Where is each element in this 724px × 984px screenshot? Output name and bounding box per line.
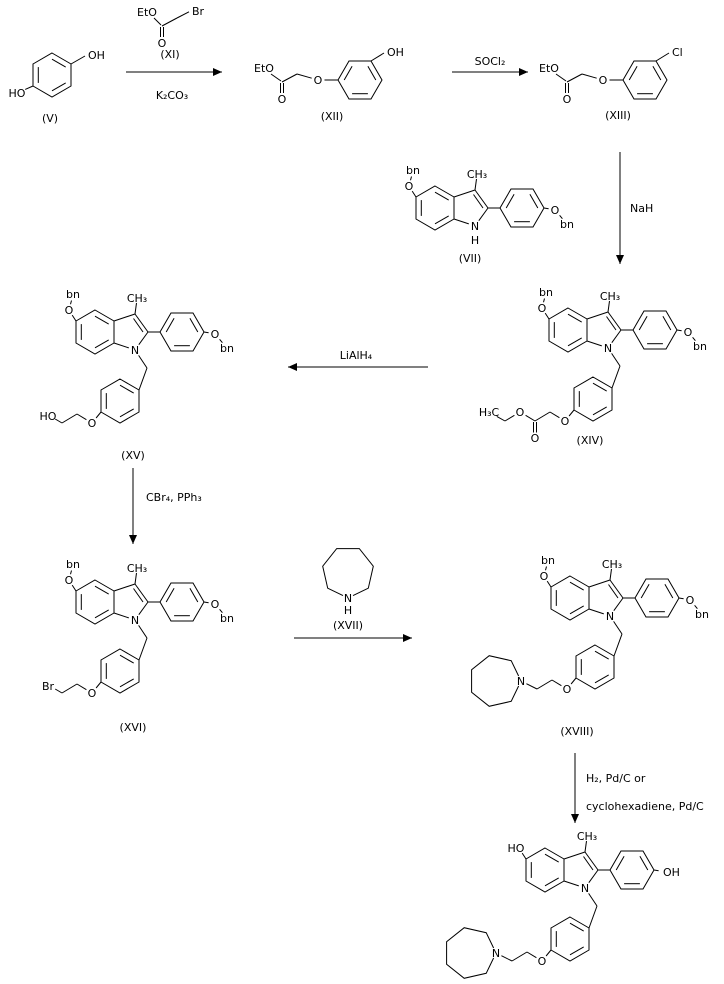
atom-label-EtO: EtO	[539, 62, 559, 75]
compound-xvii: H (XVII)	[322, 548, 374, 632]
atom-label-H: H	[471, 234, 479, 247]
indole-benzyl-core	[551, 558, 679, 696]
reagent-labels: K₂CO₃ SOCl₂ NaH LiAlH₄ CBr₄, PPh₃ H₂, Pd…	[146, 55, 704, 813]
atom-label-O: O	[314, 74, 323, 87]
bond	[504, 414, 515, 422]
compound-label-xi: (XI)	[160, 48, 179, 61]
atom-label-H: H	[344, 604, 352, 617]
atom-label-O: O	[563, 93, 572, 106]
atom-label-HO: HO	[9, 87, 26, 100]
indole-core	[416, 168, 544, 233]
reagent-nah: NaH	[630, 202, 653, 215]
bond	[534, 411, 551, 422]
bond	[161, 17, 178, 27]
compound-label-v: (V)	[42, 112, 58, 125]
obn-group-right	[203, 327, 235, 356]
reagent-cyclohexadiene-pdc: cyclohexadiene, Pd/C	[586, 800, 704, 813]
obn-group-topleft	[64, 287, 81, 322]
obn-group-topleft	[404, 163, 421, 198]
compound-xi: EtO O Br (XI)	[137, 5, 205, 61]
bond	[496, 415, 506, 422]
ethoxy-chain	[54, 413, 87, 424]
bond	[70, 55, 86, 65]
obn-group-right	[543, 203, 575, 232]
atom-label-O: O	[278, 93, 287, 106]
compound-label-xviii: (XVIII)	[560, 725, 593, 738]
compound-label-xvi: (XVI)	[120, 721, 147, 734]
obn-group-topleft	[64, 557, 81, 592]
atom-label-Cl: Cl	[672, 46, 683, 59]
benzene-ring	[337, 60, 383, 100]
reaction-arrows	[126, 68, 624, 823]
bond	[581, 73, 597, 79]
atom-label-HO: HO	[40, 410, 57, 423]
atom-label-OH: OH	[387, 46, 404, 59]
compound-xii: EtO O O OH (XII)	[254, 46, 404, 123]
compound-xviii: (XVIII)	[472, 553, 710, 738]
obn-group-right	[203, 597, 235, 626]
atom-label-H3C: H₃C	[479, 406, 500, 419]
bond	[555, 73, 567, 82]
bond	[566, 73, 583, 83]
atom-label-O: O	[531, 432, 540, 445]
compound-label-xvii: (XVII)	[333, 619, 363, 632]
bond	[281, 73, 298, 83]
compound-vii: H (VII)	[404, 163, 575, 265]
compound-v: HO OH (V)	[9, 49, 105, 125]
reagent-lialh4: LiAlH₄	[340, 349, 373, 362]
bond	[25, 85, 34, 90]
compound-xv: HO (XV)	[40, 287, 235, 462]
atom-label-EtO: EtO	[254, 62, 274, 75]
reagent-socl2: SOCl₂	[475, 55, 506, 68]
compound-final-product	[447, 830, 681, 979]
compound-label-xv: (XV)	[121, 449, 145, 462]
reagent-h2-pdc: H₂, Pd/C or	[586, 772, 646, 785]
indole-benzyl-core	[549, 290, 677, 428]
ho-group-topleft	[507, 841, 527, 860]
atom-label-O: O	[599, 74, 608, 87]
atom-label-Br: Br	[42, 680, 55, 693]
bond	[176, 11, 190, 19]
obn-group-topleft	[539, 553, 556, 588]
indole-benzyl-core	[76, 292, 204, 430]
compound-label-xiv: (XIV)	[577, 434, 604, 447]
atom-label-EtO: EtO	[137, 6, 157, 19]
azepane-ethoxy-chain	[447, 928, 537, 979]
ethoxy-chain	[54, 683, 87, 694]
bond	[270, 73, 282, 82]
compound-xiv: O O H₃C (XIV)	[479, 285, 708, 447]
reagent-cbr4-pph3: CBr₄, PPh₃	[146, 491, 202, 504]
bond	[525, 414, 536, 422]
indole-benzyl-core	[76, 562, 204, 700]
obn-group-right	[676, 325, 708, 354]
compound-xvi: Br (XVI)	[42, 557, 235, 734]
bond	[549, 411, 560, 419]
bond	[370, 52, 385, 62]
azepane-ring-nh	[322, 548, 374, 606]
indole-benzyl-core	[526, 830, 654, 968]
atom-label-O: O	[516, 406, 525, 419]
bond	[655, 52, 670, 62]
obn-group-right	[678, 593, 710, 622]
oh-group-right	[653, 865, 681, 880]
reagent-k2co3: K₂CO₃	[156, 89, 188, 102]
atom-label-O: O	[158, 37, 167, 50]
compound-xiii: EtO O O Cl (XIII)	[539, 46, 683, 122]
benzene-ring	[622, 60, 668, 100]
bond	[296, 73, 312, 79]
atom-label-Br: Br	[192, 5, 205, 18]
compound-label-xiii: (XIII)	[605, 109, 631, 122]
compound-label-vii: (VII)	[459, 252, 482, 265]
compound-label-xii: (XII)	[321, 110, 344, 123]
azepane-ethoxy-chain	[472, 656, 562, 707]
obn-group-topleft	[537, 285, 554, 320]
benzene-ring	[32, 52, 72, 98]
atom-label-OH: OH	[88, 49, 105, 62]
bond	[153, 17, 162, 26]
